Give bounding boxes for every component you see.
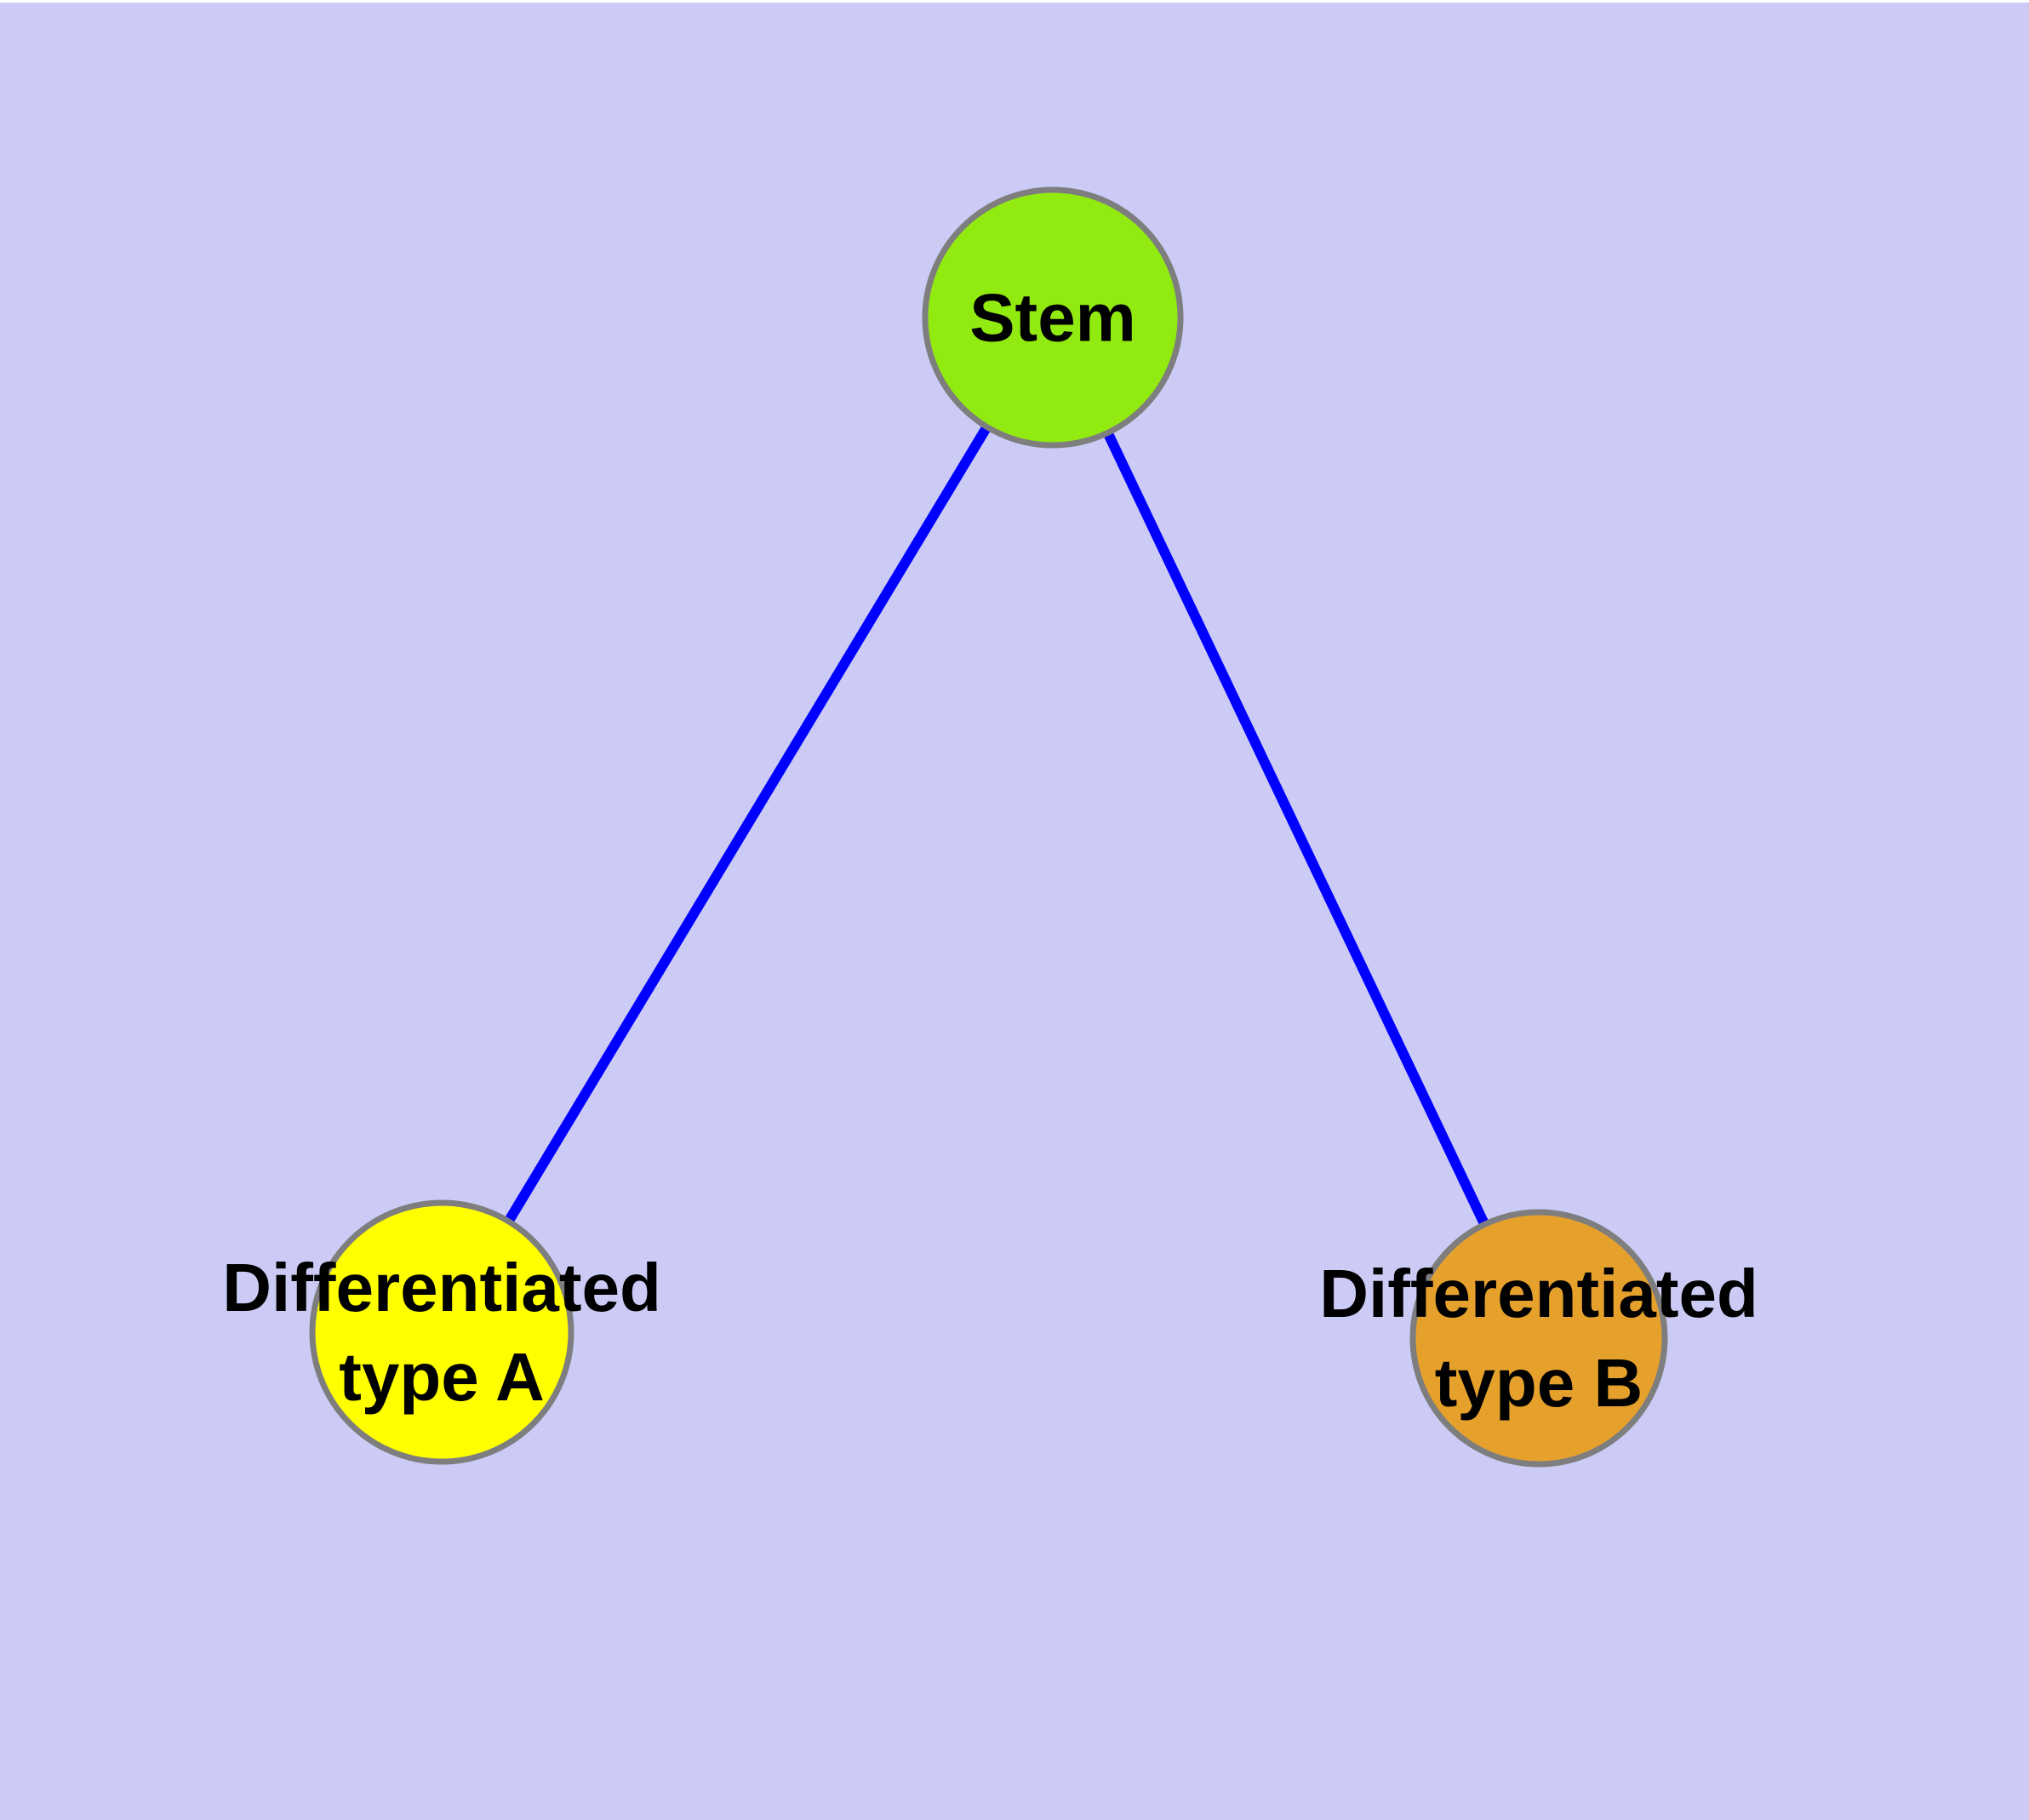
node-label-differentiated-type-b-line-1: Differentiated — [1319, 1256, 1758, 1331]
nodes-layer — [309, 186, 1668, 1468]
node-label-stem-line-1: Stem — [969, 280, 1136, 356]
edge-stem-to-differentiated-type-a — [437, 314, 1058, 1336]
node-stem — [922, 186, 1184, 449]
node-differentiated-type-a — [309, 1199, 574, 1465]
node-label-differentiated-type-b-line-2: type B — [1435, 1345, 1643, 1421]
edges-layer — [437, 314, 1544, 1341]
node-label-differentiated-type-a-line-1: Differentiated — [222, 1250, 661, 1325]
top-margin-strip — [0, 0, 2029, 3]
node-differentiated-type-b — [1409, 1209, 1668, 1468]
node-label-differentiated-type-a-line-2: type A — [339, 1339, 545, 1415]
edge-stem-to-differentiated-type-b — [1048, 315, 1544, 1341]
